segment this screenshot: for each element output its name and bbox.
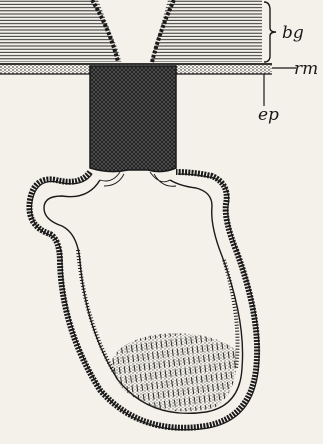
- label-ep: ep: [258, 105, 279, 125]
- bg-band: [0, 0, 262, 64]
- label-bg: bg: [282, 23, 304, 43]
- bg-bracket: [264, 2, 276, 62]
- neck-crosshatch: [90, 66, 176, 172]
- stippled-base: [112, 333, 237, 411]
- label-rm: rm: [294, 59, 318, 79]
